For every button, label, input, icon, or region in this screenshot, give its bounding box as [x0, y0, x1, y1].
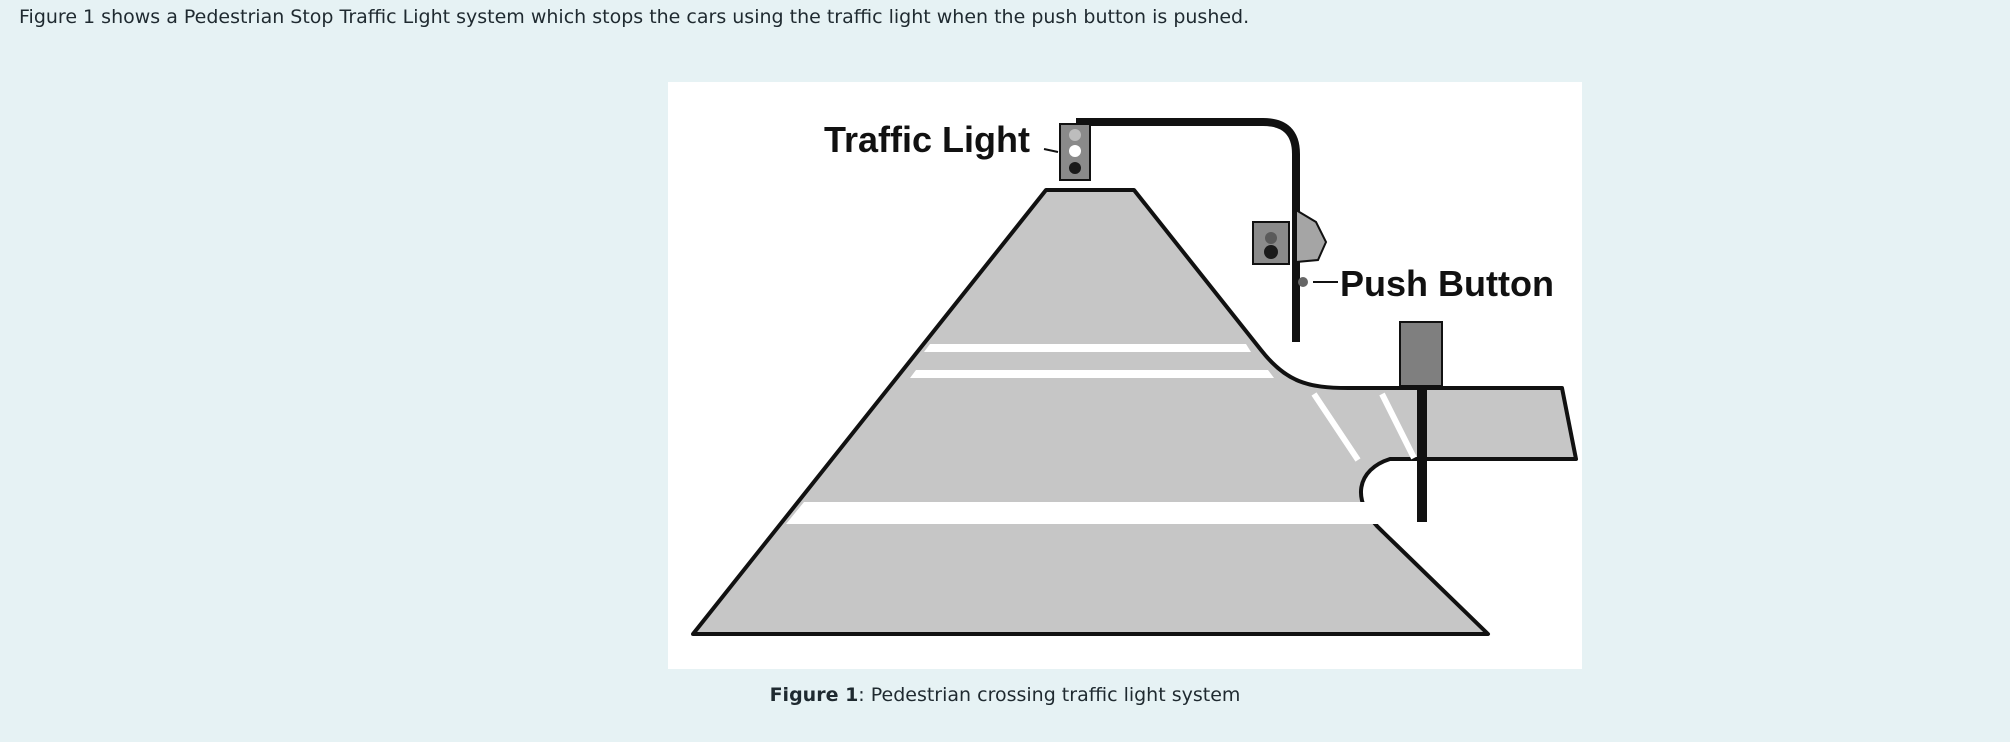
- caption-label: Figure 1: [769, 684, 859, 706]
- side-stripe-2: [1379, 392, 1417, 460]
- traffic-light-icon: [1043, 123, 1091, 181]
- push-button-label: Push Button: [1340, 263, 1554, 304]
- crosswalk-stripe-upper: [924, 344, 1251, 352]
- pedestrian-signal-icon: [1252, 208, 1328, 265]
- overhead-pole: [1076, 118, 1300, 342]
- road: [691, 188, 1578, 636]
- figure-image: Traffic Light Push Button: [668, 82, 1582, 669]
- side-traffic-light-icon: [1399, 321, 1443, 522]
- figure-caption: Figure 1: Pedestrian crossing traffic li…: [0, 682, 2010, 708]
- pedestrian-crossing-diagram: Traffic Light Push Button: [691, 118, 1578, 636]
- caption-text: : Pedestrian crossing traffic light syst…: [858, 684, 1241, 706]
- traffic-light-label: Traffic Light: [824, 119, 1030, 160]
- crosswalk-stripe-middle: [910, 370, 1274, 378]
- side-stripe-1: [1311, 392, 1361, 462]
- intro-text: Figure 1 shows a Pedestrian Stop Traffic…: [19, 6, 1250, 28]
- push-button-icon: [1298, 277, 1338, 287]
- crosswalk-stripe-lower: [786, 502, 1401, 524]
